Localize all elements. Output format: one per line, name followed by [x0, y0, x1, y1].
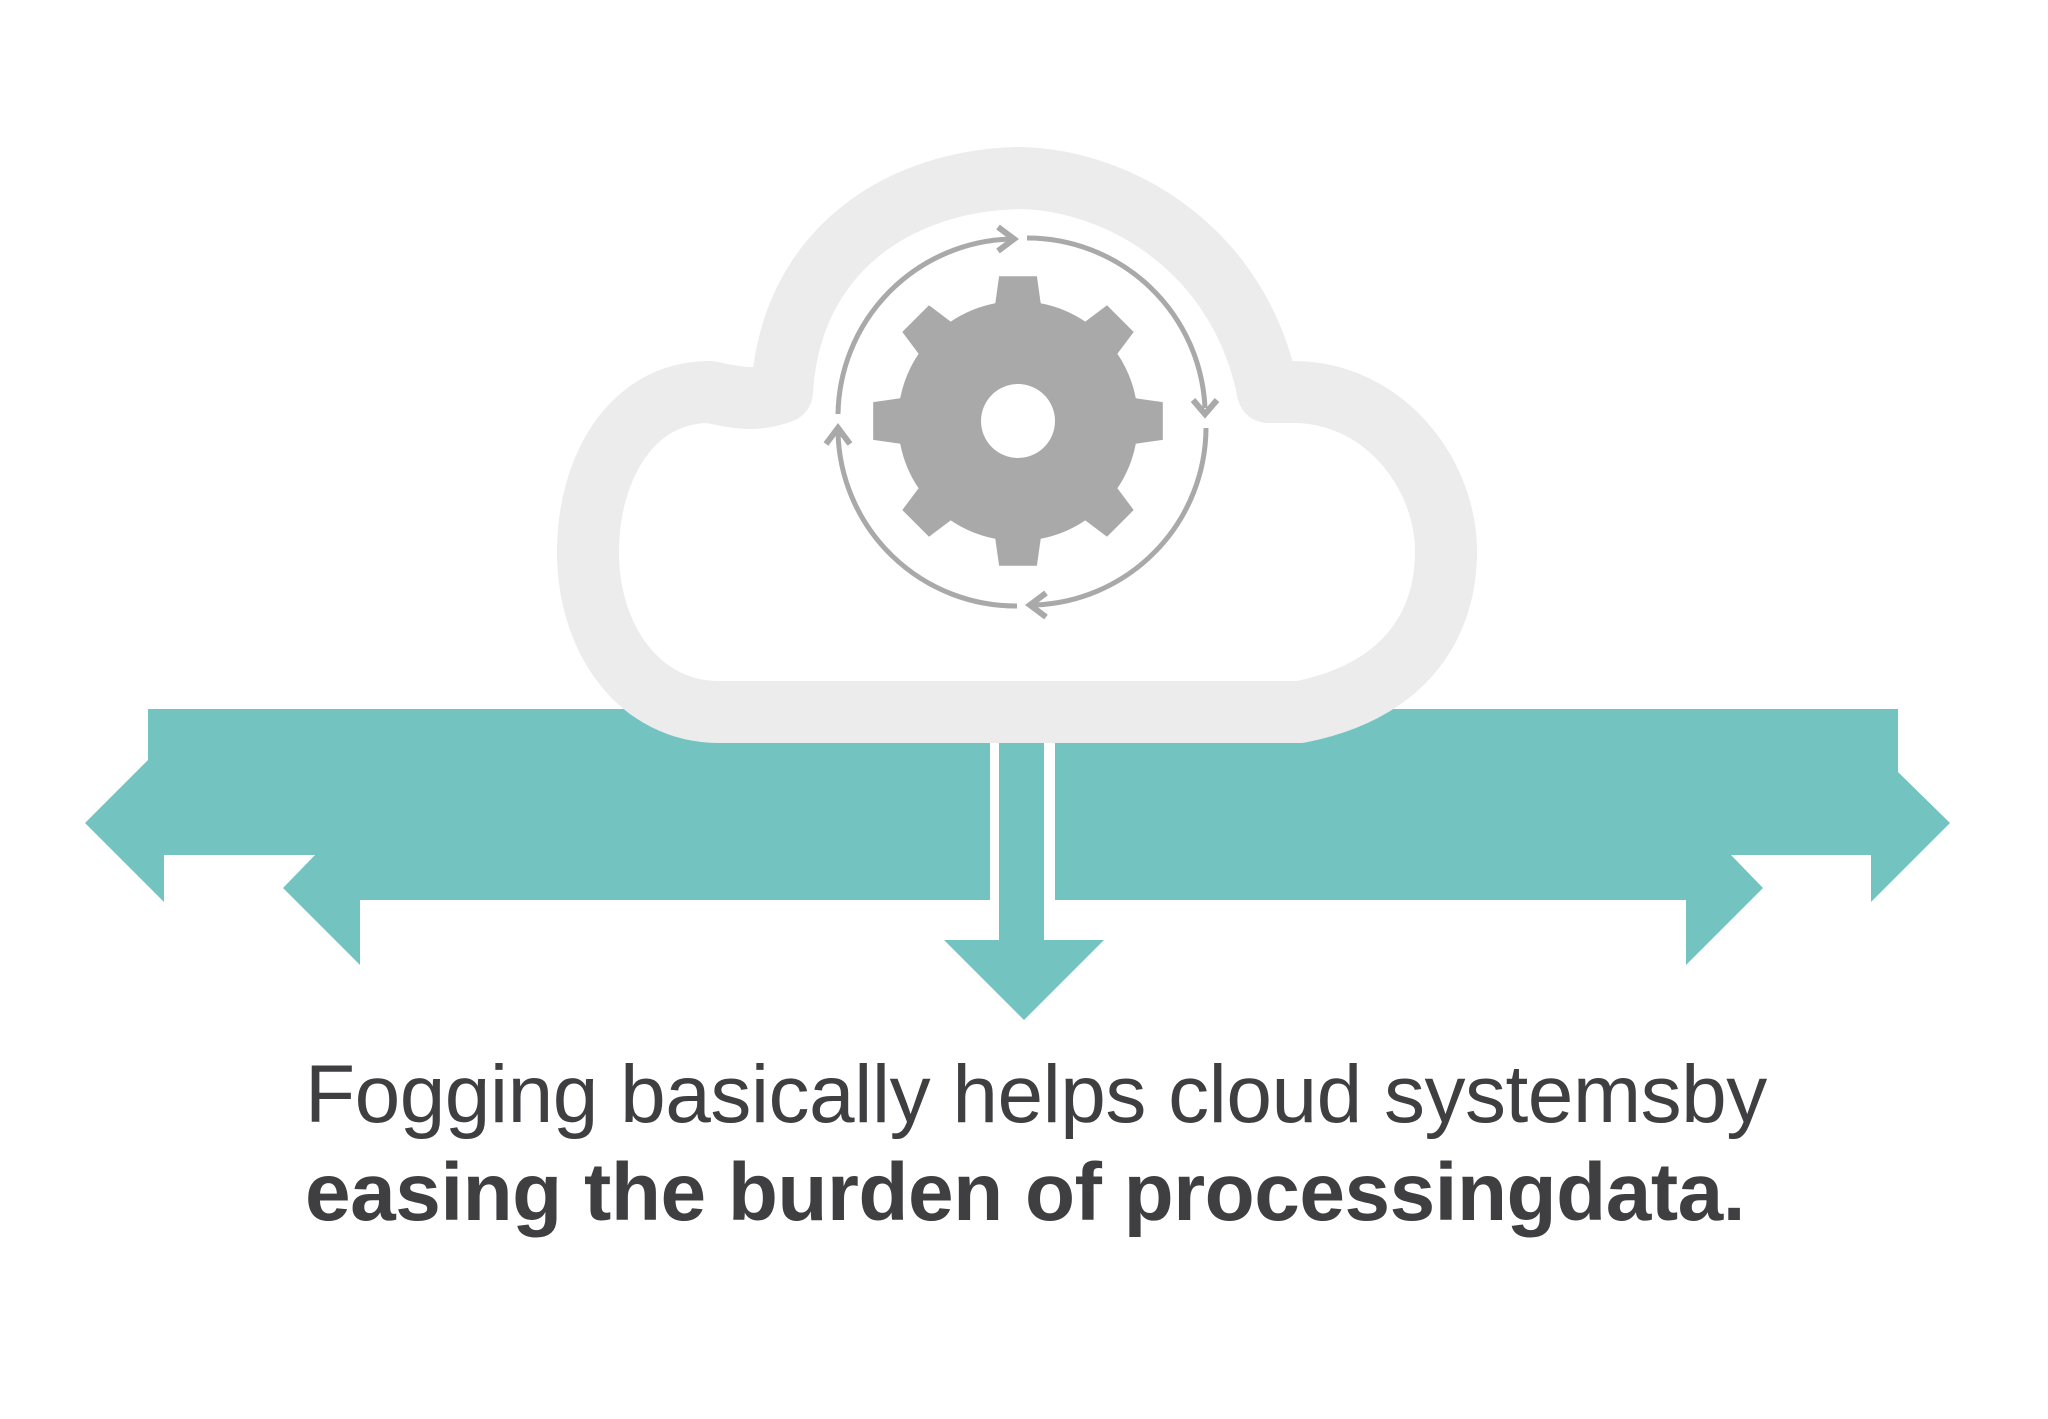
caption-line-1: Fogging basically helps cloud systemsby	[305, 1049, 1767, 1140]
three-way-split-arrow-icon	[85, 709, 1950, 1020]
right-arrow	[1055, 709, 1950, 965]
arrow-separator-right	[1044, 740, 1055, 902]
cycle-arrowhead-top	[996, 224, 1019, 254]
gear-shape	[873, 276, 1163, 566]
arrow-separator-left	[990, 740, 999, 902]
cycle-arc-top-right	[1026, 235, 1208, 409]
cycle-arc-bottom-right	[1033, 427, 1209, 608]
cloud-outline	[557, 147, 1477, 743]
refresh-cycle-icon	[823, 224, 1220, 620]
cycle-arc-top-left	[835, 236, 1011, 415]
cloud-icon	[557, 147, 1477, 743]
down-arrow	[944, 740, 1104, 1020]
left-arrow	[85, 709, 990, 965]
gear-icon	[873, 276, 1163, 566]
cycle-arrowhead-bottom	[1025, 590, 1048, 620]
cycle-arrowhead-left	[823, 423, 853, 446]
cycle-arc-bottom-left	[835, 431, 1018, 609]
cycle-arrowhead-right	[1190, 398, 1220, 419]
caption-line-2: easing the burden of processingdata.	[305, 1147, 1746, 1238]
